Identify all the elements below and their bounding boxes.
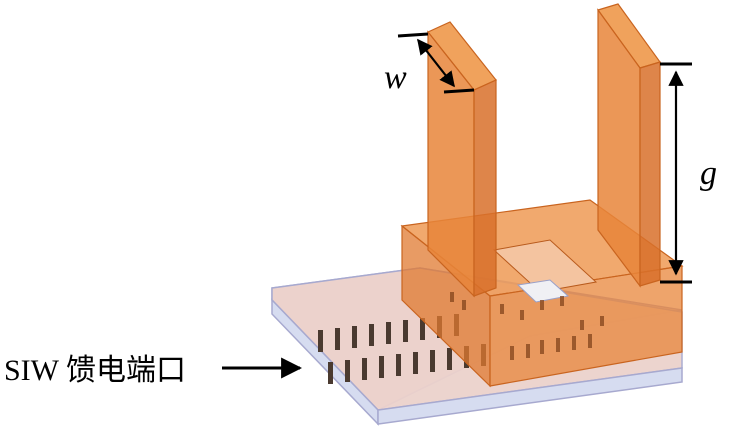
right-radiating-plate — [597, 3, 661, 288]
left-radiating-plate — [427, 21, 497, 298]
feed-port-annotation: SIW 馈电端口 — [4, 354, 303, 387]
via — [447, 348, 452, 370]
via — [420, 318, 425, 340]
via — [318, 330, 323, 352]
via — [413, 352, 418, 374]
via — [352, 326, 357, 348]
label-w: w — [384, 59, 407, 96]
via — [430, 350, 435, 372]
via — [328, 362, 333, 384]
via — [379, 356, 384, 378]
dimension-w: w — [384, 32, 475, 96]
via — [345, 360, 350, 382]
via — [386, 322, 391, 344]
label-feed-port: SIW 馈电端口 — [4, 354, 186, 387]
via — [403, 320, 408, 342]
label-g: g — [700, 155, 717, 192]
via — [396, 354, 401, 376]
via — [335, 328, 340, 350]
via — [362, 358, 367, 380]
via — [369, 324, 374, 346]
dimension-g: g — [660, 62, 717, 284]
